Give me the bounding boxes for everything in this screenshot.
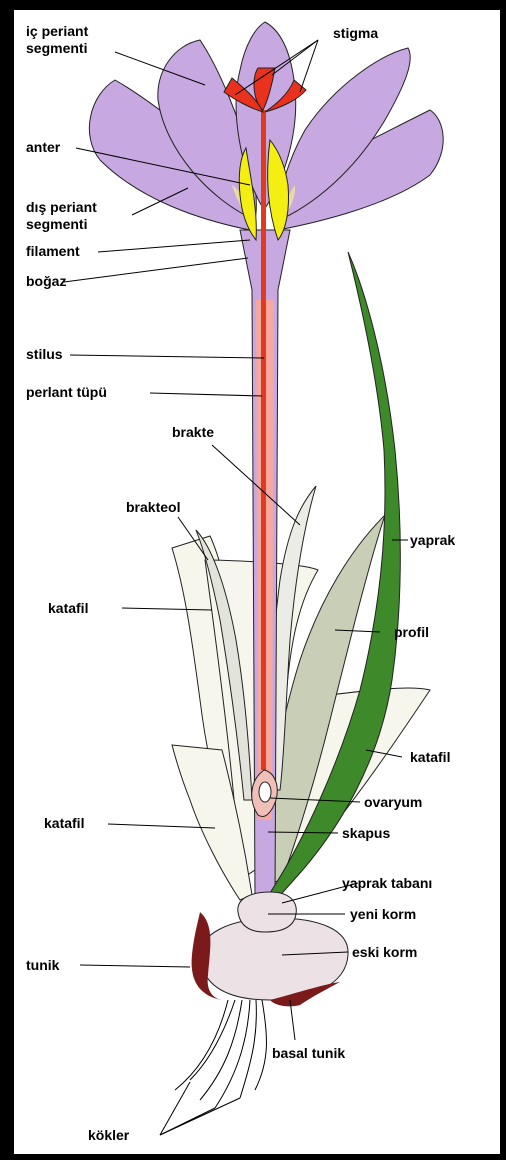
- label-yaprak-tabani: yaprak tabanı: [342, 875, 432, 891]
- label-ovaryum: ovaryum: [364, 794, 422, 810]
- label-perlant-tupu: perlant tüpü: [26, 384, 107, 400]
- label-katafil-left-1: katafil: [48, 600, 88, 616]
- label-ic-periant-1: iç periant: [26, 23, 89, 39]
- label-bogaz: boğaz: [26, 273, 66, 289]
- label-anter: anter: [26, 139, 61, 155]
- style: [261, 110, 266, 770]
- new-corm: [238, 892, 296, 932]
- label-brakteol: brakteol: [126, 499, 180, 515]
- label-katafil-left-2: katafil: [44, 815, 84, 831]
- label-filament: filament: [26, 243, 80, 259]
- label-katafil-right: katafil: [410, 749, 450, 765]
- label-basal-tunik: basal tunik: [272, 1045, 345, 1061]
- label-dis-periant-2: segmenti: [26, 216, 87, 232]
- label-brakte: brakte: [172, 424, 214, 440]
- label-skapus: skapus: [342, 825, 390, 841]
- label-ic-periant-2: segmenti: [26, 40, 87, 56]
- label-eski-korm: eski korm: [352, 944, 417, 960]
- label-profil: profil: [394, 624, 429, 640]
- label-dis-periant-1: dış periant: [26, 199, 97, 215]
- label-yeni-korm: yeni korm: [350, 906, 416, 922]
- label-kokler: kökler: [88, 1127, 130, 1143]
- label-yaprak: yaprak: [410, 532, 455, 548]
- label-stilus: stilus: [26, 346, 63, 362]
- label-tunik: tunik: [26, 957, 60, 973]
- label-stigma: stigma: [333, 25, 378, 41]
